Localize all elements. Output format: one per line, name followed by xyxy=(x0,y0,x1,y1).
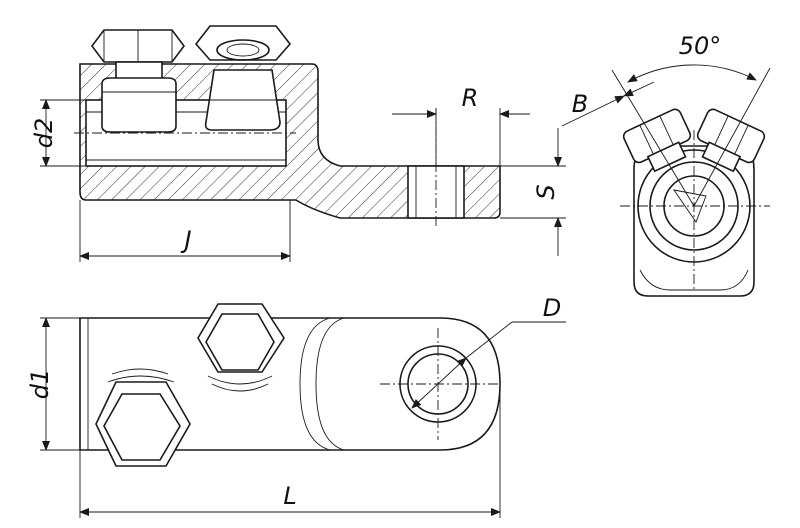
side-section-view: d2 J R S xyxy=(30,25,566,262)
bolt-right xyxy=(194,25,292,131)
label-s: S xyxy=(532,184,560,199)
dimension-b-line xyxy=(623,81,655,97)
label-d2: d2 xyxy=(30,118,58,149)
label-d1: d1 xyxy=(26,369,54,400)
bolt-body xyxy=(101,77,177,133)
end-bolt-left xyxy=(622,108,692,173)
label-j: J xyxy=(180,226,191,254)
label-l: L xyxy=(283,482,296,510)
end-view: 50° B xyxy=(561,32,771,297)
dimension-d-line xyxy=(411,357,467,409)
plan-view: D d1 L xyxy=(26,294,566,518)
plan-bolt-lower xyxy=(95,368,191,467)
angle-dimension-arc xyxy=(627,64,757,83)
label-d: D xyxy=(543,294,561,322)
label-r: R xyxy=(462,84,479,112)
nut-hex-icon xyxy=(194,25,292,61)
plan-bolt-upper xyxy=(197,303,285,392)
bolt-left xyxy=(91,29,185,133)
label-angle: 50° xyxy=(679,32,722,60)
label-b: B xyxy=(572,90,588,118)
